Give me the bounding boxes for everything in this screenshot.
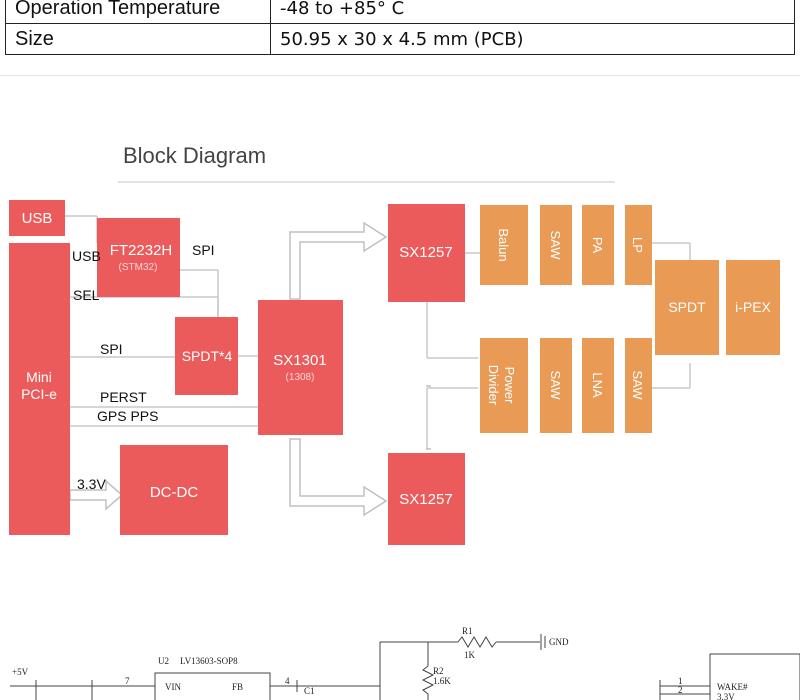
ipex-label: i-PEX (735, 299, 771, 315)
r1-label: R1 (462, 626, 473, 636)
lna-block (582, 338, 614, 433)
minipcie-label-2: PCI-e (21, 386, 57, 402)
red-blocks (9, 200, 465, 545)
usb-block (9, 200, 65, 236)
wake-label: WAKE# (717, 682, 748, 692)
r2-label: R2 (433, 666, 444, 676)
hollow-arrows (69, 221, 388, 517)
block-labels: USB Mini PCI-e FT2232H (STM32) SPDT*4 SX… (21, 210, 771, 508)
u2-label: U2 (158, 656, 169, 666)
power-divider-label-2: Divider (486, 365, 501, 406)
ipex-block (726, 260, 780, 355)
dcdc-label: DC-DC (150, 484, 198, 501)
signal-labels: USB SPI SEL SPI PERST GPS PPS 3.3V (72, 242, 215, 492)
balun-block (480, 205, 528, 285)
saw1-block (540, 205, 572, 285)
pin-2: 2 (678, 685, 683, 695)
spdt4-block (175, 317, 238, 395)
rotated-block-labels: Balun SAW PA LP Power Divider SAW LNA SA… (486, 228, 645, 406)
gnd-label: GND (549, 637, 569, 647)
ft2232h-sublabel: (STM32) (119, 262, 158, 273)
pin-4: 4 (285, 676, 290, 686)
sx1257-bottom-label: SX1257 (399, 491, 452, 508)
lp-label: LP (630, 237, 645, 253)
minipcie-block (9, 243, 70, 535)
spdt4-label: SPDT*4 (182, 348, 233, 364)
block-diagram: Block Diagram (9, 143, 780, 545)
orange-blocks (480, 205, 780, 433)
schematic-labels: R1 1K GND R2 1.6K U2 LV13603-SOP8 VIN FB… (12, 626, 748, 700)
spec-label: Size (5, 23, 271, 55)
power-divider-block (480, 338, 528, 433)
schematic-fragment: R1 1K GND R2 1.6K U2 LV13603-SOP8 VIN FB… (10, 626, 800, 700)
spdt-label: SPDT (668, 299, 706, 315)
arrow-sx1301-to-sx1257-top (289, 221, 388, 300)
power-divider-label-1: Power (502, 367, 517, 405)
diagram-title: Block Diagram (123, 143, 266, 168)
sx1301-block (258, 300, 343, 435)
arrow-ticks (426, 385, 431, 450)
arrow-3v3-to-dcdc (69, 479, 124, 511)
r2-value: 1.6K (433, 676, 451, 686)
saw3-label: SAW (630, 370, 645, 400)
signal-sel: SEL (73, 287, 100, 303)
signal-perst: PERST (100, 389, 147, 405)
signal-spi-top: SPI (192, 242, 215, 258)
schematic-wires (10, 634, 800, 700)
vin-pin: VIN (165, 682, 181, 692)
u2-part: LV13603-SOP8 (180, 656, 238, 666)
ft2232h-label: FT2232H (110, 242, 173, 259)
pa-label: PA (590, 237, 605, 254)
v33-pin-label: 3.3V (717, 692, 735, 700)
usb-label: USB (22, 210, 53, 227)
ft2232h-block (97, 218, 180, 297)
spec-label: Operation Temperature (5, 0, 271, 24)
signal-usb: USB (72, 248, 101, 264)
minipcie-label-1: Mini (26, 369, 52, 385)
signal-3v3: 3.3V (77, 476, 106, 492)
saw3-block (625, 338, 652, 433)
spec-value: 50.95 x 30 x 4.5 mm (PCB) (270, 23, 795, 55)
saw2-block (540, 338, 572, 433)
pa-block (582, 205, 614, 285)
spdt-block (655, 260, 719, 355)
lp-block (625, 205, 652, 285)
sx1257-top-label: SX1257 (399, 244, 452, 261)
table-row: Operation Temperature -48 to +85° C (5, 0, 795, 24)
sx1257-top-block (388, 204, 465, 302)
spec-table: Operation Temperature -48 to +85° C Size… (5, 0, 795, 55)
pin-1: 1 (678, 676, 683, 686)
fb-pin: FB (232, 682, 243, 692)
r1-value: 1K (464, 650, 476, 660)
saw2-label: SAW (548, 370, 563, 400)
table-row: Size 50.95 x 30 x 4.5 mm (PCB) (5, 23, 795, 55)
signal-gps-pps: GPS PPS (97, 408, 158, 424)
sx1301-label: SX1301 (273, 352, 326, 369)
spec-value: -48 to +85° C (270, 0, 795, 24)
sx1257-bottom-block (388, 453, 465, 545)
dcdc-block (120, 445, 228, 535)
pin-7: 7 (125, 676, 130, 686)
arrow-sx1301-to-sx1257-bottom (289, 438, 388, 517)
sx1301-sublabel: (1308) (286, 372, 315, 383)
balun-label: Balun (496, 228, 511, 261)
section-divider (0, 75, 800, 76)
plus5v-label: +5V (12, 667, 29, 677)
lna-label: LNA (590, 372, 605, 398)
c1-label: C1 (304, 686, 315, 696)
saw1-label: SAW (548, 230, 563, 260)
signal-spi-mid: SPI (100, 341, 123, 357)
